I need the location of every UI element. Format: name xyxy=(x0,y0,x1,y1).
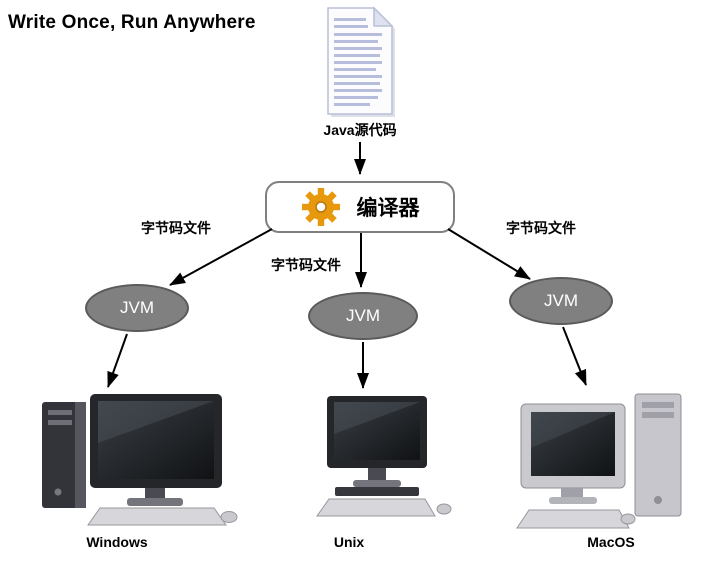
unix-computer-image xyxy=(316,396,452,517)
desktop-case xyxy=(335,487,419,496)
jvm-node-unix: JVM xyxy=(308,292,418,340)
jvm-node-windows: JVM xyxy=(85,284,189,332)
arrow-jvm-right-to-macos xyxy=(562,326,587,386)
desktop-tower xyxy=(634,393,682,517)
windows-computer-image xyxy=(42,394,238,526)
desktop-tower xyxy=(42,402,86,508)
document-text-lines xyxy=(334,18,382,106)
compiler-label: 编译器 xyxy=(356,197,420,220)
bytecode-label-right: 字节码文件 xyxy=(506,220,576,236)
jvm-label-right: JVM xyxy=(544,291,578,310)
monitor xyxy=(327,396,427,487)
jvm-node-macos: JVM xyxy=(509,277,613,325)
keyboard xyxy=(516,509,630,529)
gear-icon xyxy=(301,188,340,226)
keyboard xyxy=(87,507,227,526)
arrow-jvm-left-to-windows xyxy=(107,333,128,388)
compiler-node: 编译器 xyxy=(265,181,455,233)
bytecode-label-left: 字节码文件 xyxy=(141,220,211,236)
platform-label-macos: MacOS xyxy=(587,534,635,550)
platform-label-windows: Windows xyxy=(86,534,148,550)
jvm-label-center: JVM xyxy=(346,306,380,325)
bytecode-label-center: 字节码文件 xyxy=(271,257,341,273)
macos-computer-image xyxy=(516,393,682,529)
mouse xyxy=(220,511,238,523)
monitor xyxy=(90,394,222,506)
diagram-title: Write Once, Run Anywhere xyxy=(8,12,256,33)
keyboard xyxy=(316,498,436,517)
document-icon xyxy=(327,6,395,117)
mouse xyxy=(620,513,636,525)
mouse xyxy=(436,503,452,515)
monitor xyxy=(520,403,626,504)
jvm-label-left: JVM xyxy=(120,298,154,317)
platform-label-unix: Unix xyxy=(333,534,365,550)
java-source-label: Java源代码 xyxy=(323,122,397,138)
